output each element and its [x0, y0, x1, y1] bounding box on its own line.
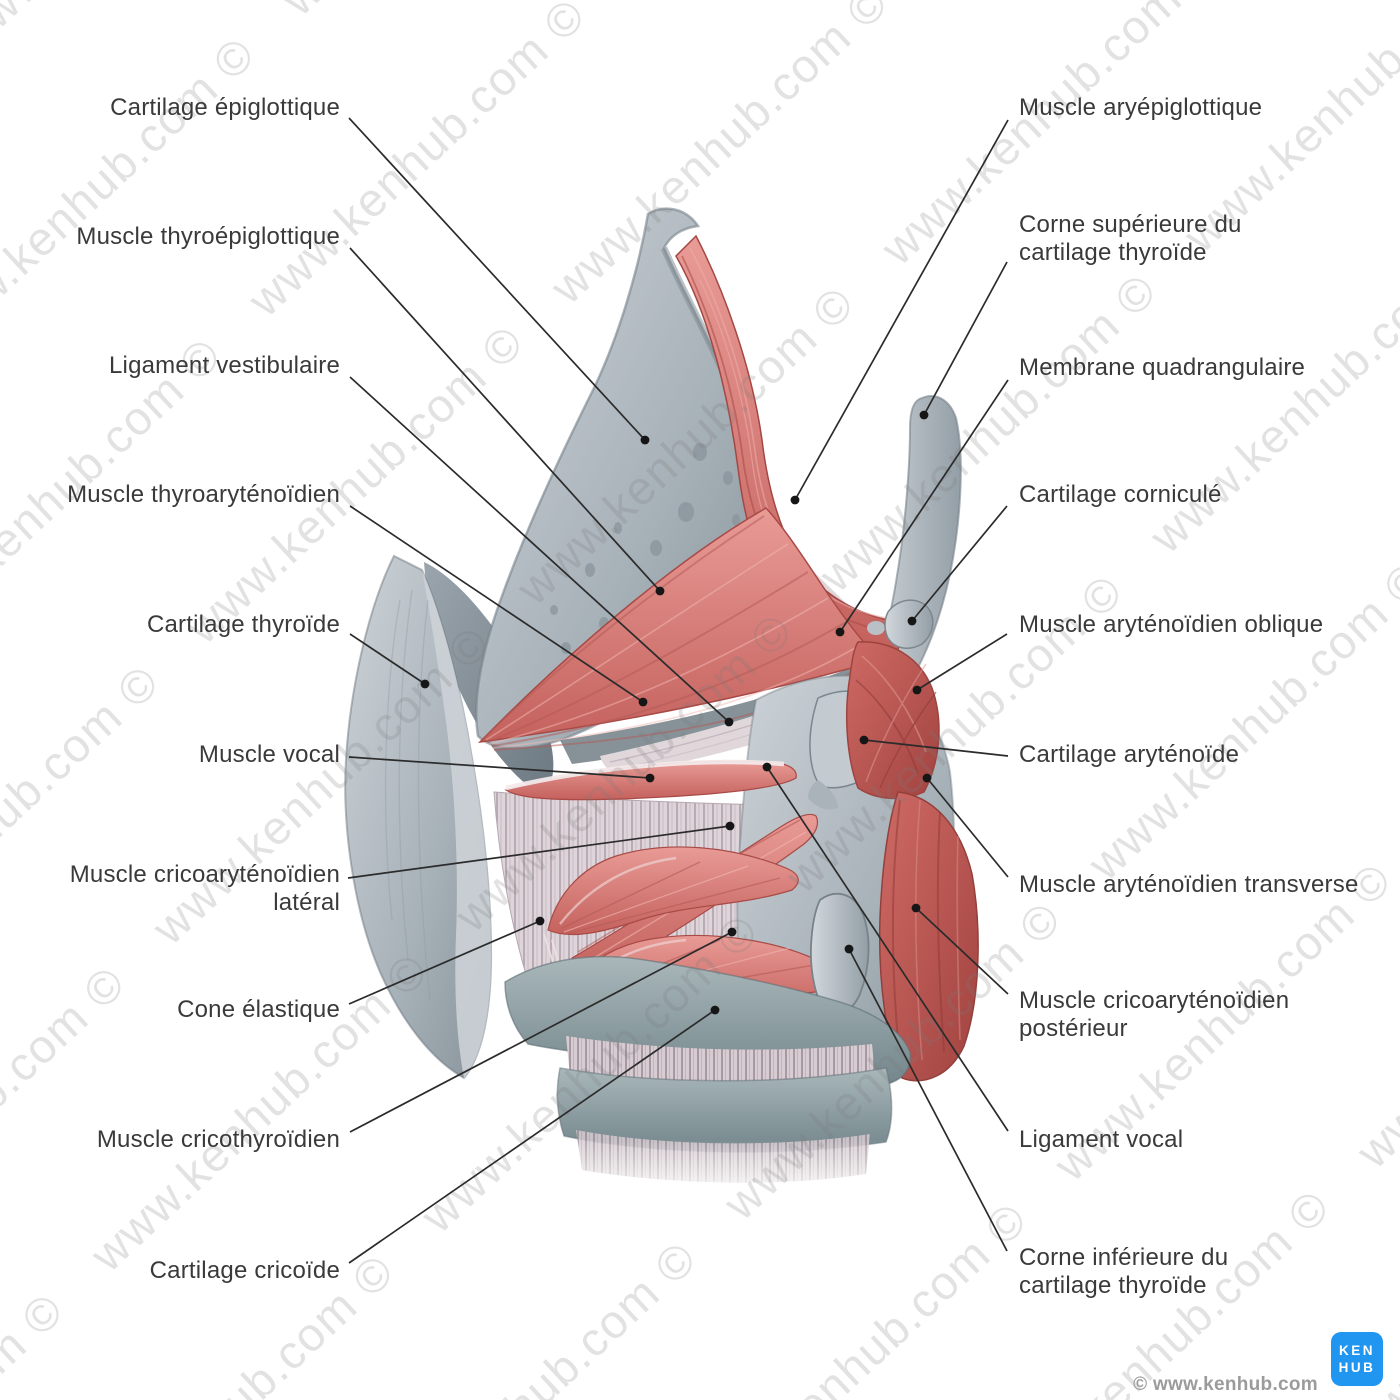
- kenhub-logo: KEN HUB: [1331, 1332, 1383, 1386]
- copyright-text: © www.kenhub.com: [1133, 1374, 1318, 1395]
- kenhub-logo-line2: HUB: [1338, 1360, 1376, 1375]
- kenhub-logo-line1: KEN: [1338, 1343, 1375, 1358]
- trachea-shape: [540, 1036, 900, 1200]
- arytenoid-muscles-shape: [845, 641, 940, 800]
